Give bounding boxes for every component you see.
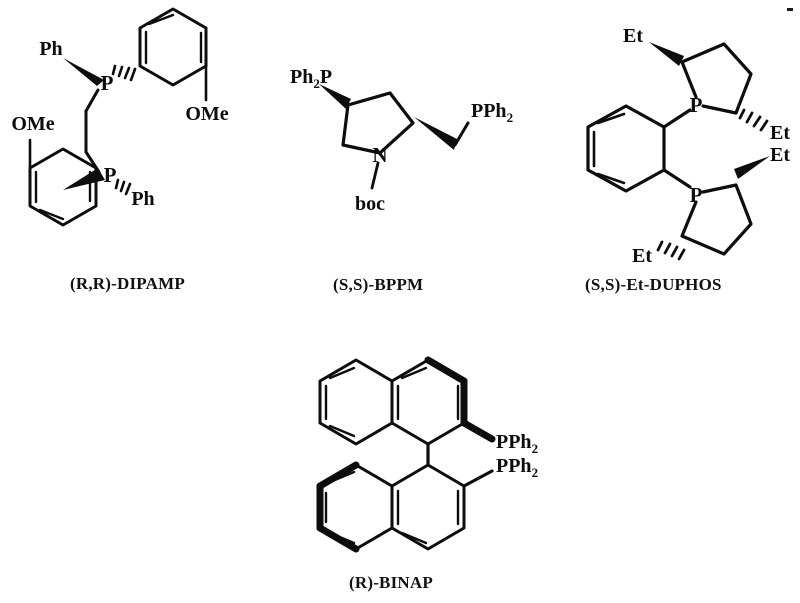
dipamp-hash-top xyxy=(111,64,137,82)
et-duphos-bonds xyxy=(586,42,769,261)
dipamp-wedge-aryl-bottom xyxy=(63,168,105,190)
label-et-top-left: Et xyxy=(623,25,643,47)
et-duphos-wedge-top-left xyxy=(649,42,684,66)
dipamp-labels: Ph P OMe OMe P Ph xyxy=(11,38,228,210)
label-pph2-lower-sub: 2 xyxy=(532,465,539,480)
structure-bppm: Ph2P PPh2 N boc xyxy=(290,55,535,230)
dipamp-wedges xyxy=(63,58,105,190)
et-duphos-benzene xyxy=(586,104,666,193)
dipamp-hash-bottom xyxy=(114,178,132,196)
label-et-right-upper: Et xyxy=(770,122,790,144)
bppm-wedge-ch2 xyxy=(414,117,457,150)
label-ph-bottom: Ph xyxy=(131,188,154,210)
et-duphos-wedges xyxy=(649,42,770,179)
caption-et-duphos: (S,S)-Et-DUPHOS xyxy=(585,275,722,294)
label-p-top: P xyxy=(690,93,703,117)
bppm-wedge-ph2p xyxy=(319,84,351,109)
structure-et-duphos: Et Et Et Et P P xyxy=(548,22,800,272)
dipamp-bonds xyxy=(28,7,208,227)
label-boc: boc xyxy=(355,193,385,215)
binap-labels: PPh2 PPh2 xyxy=(496,431,538,480)
label-ph-top: Ph xyxy=(39,38,62,60)
et-duphos-hash-bottom-left xyxy=(656,240,686,261)
label-p-bottom: P xyxy=(104,163,117,187)
et-duphos-wedge-bottom-right xyxy=(734,156,770,179)
dipamp-ring-bottom xyxy=(28,147,98,227)
caption-binap: (R)-BINAP xyxy=(349,573,433,592)
label-p-bottom: P xyxy=(690,183,703,207)
label-pph2-upper-main: PPh xyxy=(496,431,532,453)
label-pph2-lower-main: PPh xyxy=(496,455,532,477)
bppm-skeletal-diagram: Ph2P PPh2 N boc xyxy=(290,66,513,215)
caption-dipamp: (R,R)-DIPAMP xyxy=(70,274,185,293)
label-pph2-main: PPh xyxy=(471,100,507,122)
label-pph2-sub: 2 xyxy=(507,110,514,125)
label-ome-top: OMe xyxy=(185,103,228,125)
binap-bottom-naphthalene xyxy=(316,461,494,553)
bppm-wedges xyxy=(319,84,457,150)
caption-bppm: (S,S)-BPPM xyxy=(333,275,424,294)
structure-binap: PPh2 PPh2 xyxy=(300,345,560,565)
label-ome-left: OMe xyxy=(11,113,54,135)
label-et-right-lower: Et xyxy=(770,144,790,166)
et-duphos-labels: Et Et Et Et P P xyxy=(623,25,790,267)
binap-skeletal-diagram: PPh2 PPh2 xyxy=(316,356,538,553)
dipamp-skeletal-diagram: Ph P OMe OMe P Ph xyxy=(11,7,229,227)
bppm-pyrrolidine-ring xyxy=(341,91,415,155)
binap-top-naphthalene xyxy=(318,356,496,467)
bppm-bonds xyxy=(341,91,470,190)
dipamp-ring-top xyxy=(138,7,208,87)
label-n: N xyxy=(372,143,387,167)
label-pph2: PPh2 xyxy=(471,100,513,125)
label-p-top: P xyxy=(101,71,114,95)
label-pph2-upper: PPh2 xyxy=(496,431,538,456)
et-duphos-ring-top xyxy=(680,42,753,115)
label-ph2p-sub: 2 xyxy=(313,76,320,91)
et-duphos-hash-top-right xyxy=(738,108,769,132)
label-et-bottom-left: Et xyxy=(632,245,652,267)
et-duphos-skeletal-diagram: Et Et Et Et P P xyxy=(586,25,790,267)
et-duphos-ring-bottom xyxy=(680,183,753,256)
label-ph2p-p: P xyxy=(320,66,332,88)
structure-dipamp: Ph P OMe OMe P Ph xyxy=(0,0,275,270)
label-ph2p: Ph2P xyxy=(290,66,332,91)
dipamp-wedge-ph-top xyxy=(63,58,104,86)
corner-print-mark xyxy=(787,8,793,11)
label-pph2-upper-sub: 2 xyxy=(532,441,539,456)
label-ph2p-ph: Ph xyxy=(290,66,313,88)
bppm-labels: Ph2P PPh2 N boc xyxy=(290,66,513,215)
label-pph2-lower: PPh2 xyxy=(496,455,538,480)
